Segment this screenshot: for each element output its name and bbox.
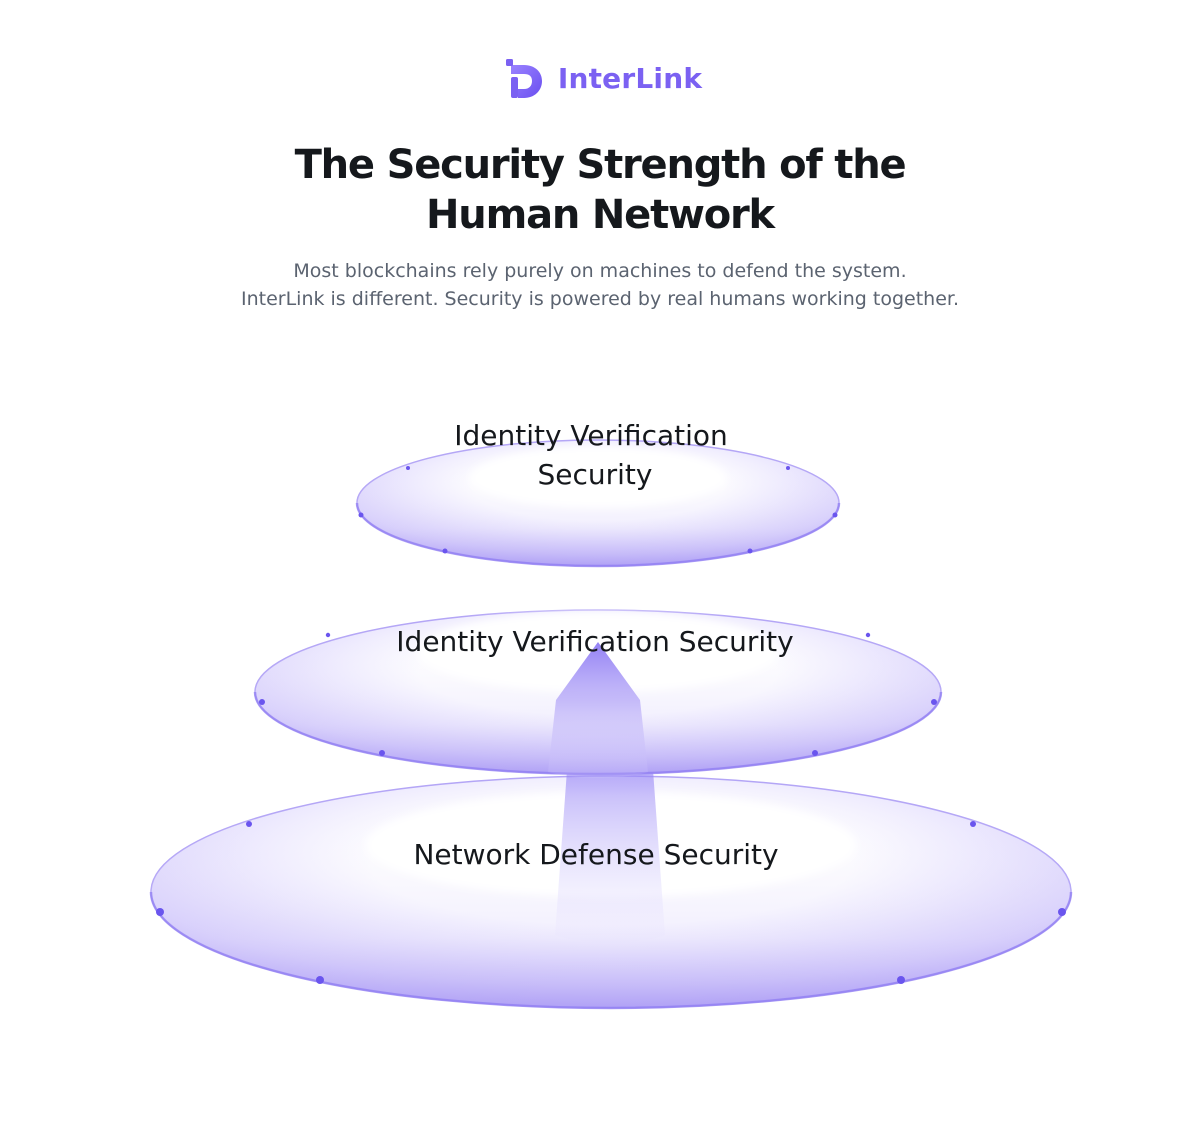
node [379,750,385,756]
layer-top-nodes [358,466,838,554]
layer-top-label-line-1: Identity Verification [454,419,728,452]
brand-logo: InterLink [0,52,1200,104]
page-title: The Security Strength of the Human Netwo… [0,140,1200,240]
node [316,976,324,984]
node [931,699,937,705]
node [812,750,818,756]
layer-top-disc [355,439,841,568]
brand-name: InterLink [557,61,703,95]
page-title-line-1: The Security Strength of the [294,142,907,188]
node [747,548,753,554]
node [1058,908,1066,916]
page-subtitle: Most blockchains rely purely on machines… [0,257,1200,313]
page-title-line-2: Human Network [426,192,775,238]
layer-bottom-nodes [156,821,1066,984]
layer-middle-label: Identity Verification Security [396,625,793,658]
interlink-logo-icon [505,59,542,98]
node [246,821,252,827]
node [786,466,790,470]
layer-middle-nodes [259,632,937,756]
layer-top-label-line-2: Security [538,458,653,491]
node [325,632,331,638]
node [358,512,364,518]
node [259,699,265,705]
node [865,632,871,638]
node [156,908,164,916]
page-subtitle-line-1: Most blockchains rely purely on machines… [293,260,907,282]
page-subtitle-line-2: InterLink is different. Security is powe… [240,288,960,310]
node [897,976,905,984]
beam-upper [548,642,648,778]
node [406,466,410,470]
node [970,821,976,827]
node [832,512,838,518]
beam-lower [555,770,665,943]
layer-bottom-label: Network Defense Security [413,838,778,871]
node [442,548,448,554]
